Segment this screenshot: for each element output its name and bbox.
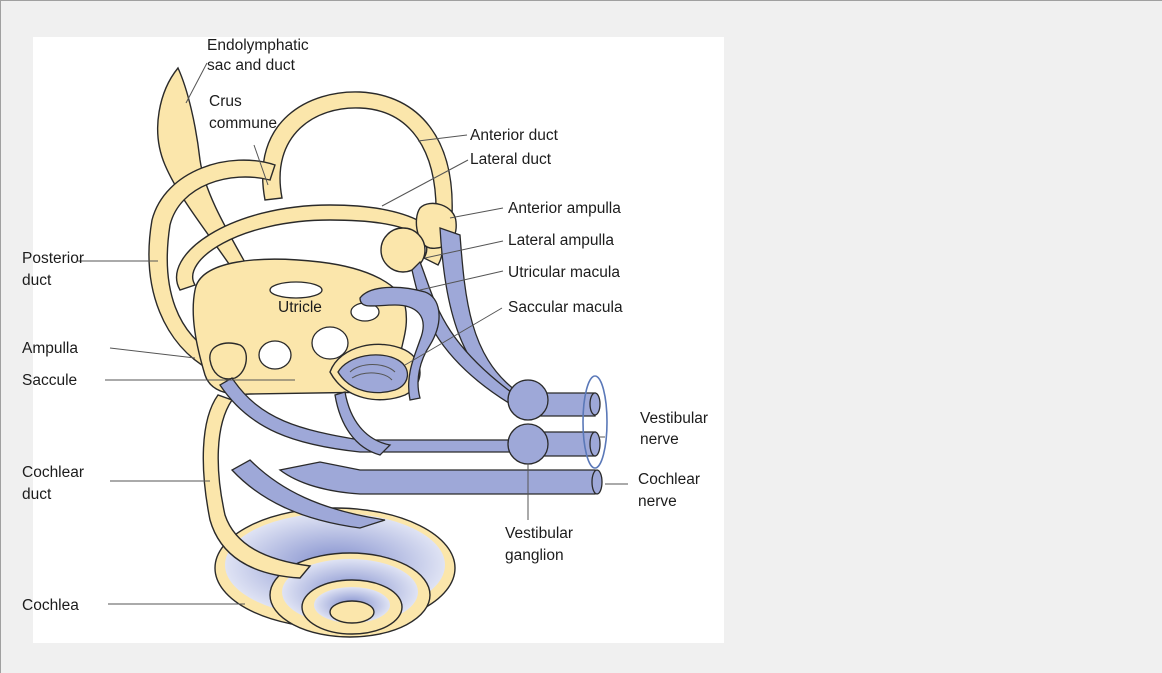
label-posterior-duct-line1: Posterior [22, 250, 84, 267]
label-vestibular-nerve-line1: Vestibular [640, 410, 708, 427]
label-lateral-duct: Lateral duct [470, 151, 552, 168]
label-cochlear-nerve-line1: Cochlear [638, 471, 700, 488]
label-posterior-duct-line2: duct [22, 272, 52, 289]
label-crus-line1: Crus [209, 93, 242, 110]
label-saccular-macula: Saccular macula [508, 299, 623, 316]
label-lateral-ampulla: Lateral ampulla [508, 232, 614, 249]
label-cochlear-duct-line2: duct [22, 486, 52, 503]
label-crus-line2: commune [209, 115, 277, 132]
label-saccule: Saccule [22, 372, 77, 389]
label-vestibular-ganglion-line1: Vestibular [505, 525, 573, 542]
label-cochlea: Cochlea [22, 597, 79, 614]
label-ampulla: Ampulla [22, 340, 78, 357]
label-utricular-macula: Utricular macula [508, 264, 620, 281]
label-vestibular-ganglion-line2: ganglion [505, 547, 564, 564]
label-anterior-ampulla: Anterior ampulla [508, 200, 621, 217]
label-utricle: Utricle [278, 299, 322, 316]
label-anterior-duct: Anterior duct [470, 127, 559, 144]
label-cochlear-nerve-line2: nerve [638, 493, 677, 510]
cochlea-drawing [215, 508, 455, 637]
label-endolymphatic-line1: Endolymphatic [207, 37, 309, 54]
label-cochlear-duct-line1: Cochlear [22, 464, 84, 481]
label-vestibular-nerve-line2: nerve [640, 431, 679, 448]
label-endolymphatic-line2: sac and duct [207, 57, 296, 74]
